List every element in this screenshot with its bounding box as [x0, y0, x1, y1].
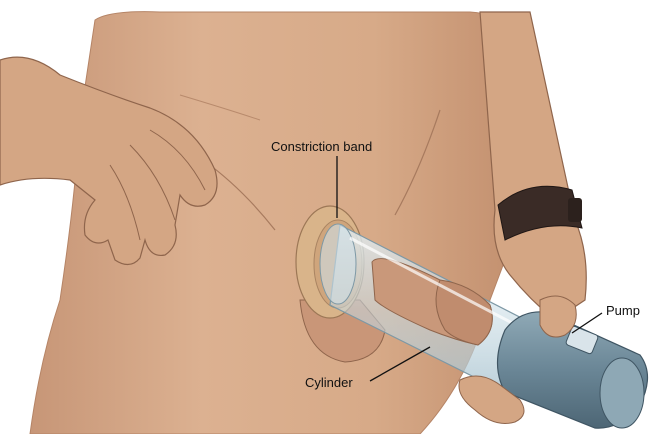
watch-face [568, 198, 582, 222]
label-cylinder: Cylinder [305, 375, 353, 390]
cylinder-opening [320, 224, 356, 304]
label-constriction-band: Constriction band [271, 139, 372, 154]
pump-end-cap [600, 358, 644, 428]
label-pump: Pump [606, 303, 640, 318]
